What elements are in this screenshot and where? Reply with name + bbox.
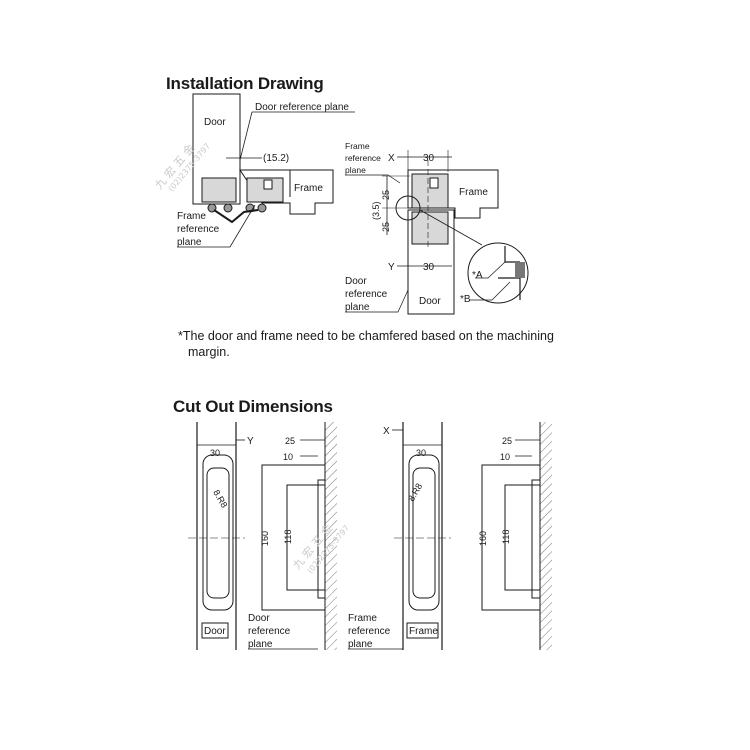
- frame-side-25-label: 25: [502, 436, 512, 446]
- hinge-screw: [263, 179, 273, 190]
- door-side-10-label: 10: [283, 452, 293, 462]
- door-ref-line2: reference: [248, 626, 291, 637]
- hinge-body-upper: [411, 173, 449, 209]
- frame-ref-small-1: Frame: [345, 141, 370, 151]
- door-label-right: Door: [419, 296, 441, 307]
- cutout-door-front: 30 Y 8.R8 Door: [188, 422, 254, 650]
- door-cutout-outline: [202, 454, 234, 611]
- detail-callout-line: [419, 209, 483, 246]
- door-box: [201, 622, 229, 639]
- dim-25-b-label: 25: [381, 222, 391, 232]
- door-ref-stack-2: reference: [345, 289, 388, 300]
- cutout-frame-front: 30 X 8.R8 Frame Frame reference plane: [348, 422, 451, 650]
- door-ref-line3: plane: [248, 639, 273, 650]
- y-label: Y: [388, 262, 395, 273]
- dim-30-top-label: 30: [423, 153, 435, 164]
- frame-ref-line1: Frame: [177, 211, 206, 222]
- frame-side-118-label: 118: [501, 530, 511, 544]
- door-ref-line1: Door: [248, 613, 270, 624]
- cutout-y-label: Y: [247, 436, 254, 447]
- frame-label: Frame: [294, 183, 323, 194]
- chamfer-note: *The door and frame need to be chamfered…: [178, 328, 554, 360]
- door-dim-30-label: 30: [210, 448, 220, 458]
- installation-right-view: Frame Door X 30 Frame reference plane 25…: [345, 141, 529, 315]
- hinge-pivot-b: [223, 203, 233, 213]
- frame-ref-leader: [177, 204, 256, 248]
- frame-panel: [239, 169, 334, 215]
- installation-left-view: Door Frame Door reference plane (15.2) F…: [177, 93, 355, 248]
- frame-ref-line1: Frame: [348, 613, 377, 624]
- frame-label-right: Frame: [459, 187, 488, 198]
- frame-ref-line3: plane: [348, 639, 373, 650]
- door-ref-plane-label: Door reference plane: [255, 102, 349, 113]
- chamfer-note-line2: margin.: [188, 345, 230, 359]
- door-side-25-label: 25: [285, 436, 295, 446]
- door-side-inner: [286, 484, 326, 591]
- door-panel-right: [407, 209, 455, 315]
- frame-ref-small-3: plane: [345, 165, 366, 175]
- frame-ref-line2: reference: [177, 224, 220, 235]
- door-side-160-label: 160: [260, 531, 270, 546]
- dim-30-bottom-label: 30: [423, 262, 435, 273]
- frame-side-10-label: 10: [500, 452, 510, 462]
- hinge-pivot-d: [257, 203, 267, 213]
- hinge-screw-right: [429, 177, 439, 189]
- door-ref-stack-leader: [345, 289, 409, 313]
- dim-25-a-label: 25: [381, 190, 391, 200]
- detail-b-label: *B: [460, 294, 471, 305]
- frame-cutout-inner: [412, 467, 436, 599]
- door-r8-label: 8.R8: [211, 488, 229, 509]
- detail-hinge-fill: [515, 262, 525, 278]
- door-panel: [192, 93, 241, 205]
- door-box-label: Door: [204, 626, 226, 637]
- detail-a-label: *A: [472, 270, 483, 281]
- frame-ref-small-2: reference: [345, 153, 381, 163]
- frame-box-label: Frame: [409, 626, 438, 637]
- door-side-hatch: [325, 422, 337, 650]
- frame-side-inner: [504, 484, 541, 591]
- detail-b-leader: [470, 281, 511, 301]
- door-label: Door: [204, 117, 226, 128]
- frame-box: [406, 622, 439, 639]
- door-side-118-label: 118: [283, 530, 293, 544]
- frame-ref-line2: reference: [348, 626, 391, 637]
- frame-ref-small-leader: [345, 174, 401, 184]
- frame-cutout-outline: [408, 454, 440, 611]
- chamfer-note-line1: *The door and frame need to be chamfered…: [178, 329, 554, 343]
- frame-side-outer: [481, 464, 541, 611]
- door-ref-leader: [239, 111, 253, 161]
- frame-side-160-label: 160: [478, 531, 488, 546]
- x-label: X: [388, 153, 395, 164]
- hinge-body-lower: [411, 211, 449, 245]
- cut-out-dimensions-title: Cut Out Dimensions: [173, 397, 333, 416]
- cutout-door-side: 25 10 160 118 Door reference plane: [248, 422, 337, 650]
- door-ref-stack-3: plane: [345, 302, 370, 313]
- cutout-frame-side: 25 10 160 118: [478, 422, 552, 650]
- hinge-body-door: [201, 177, 237, 203]
- frame-dim-30-label: 30: [416, 448, 426, 458]
- frame-ref-line3: plane: [177, 237, 202, 248]
- door-cutout-inner: [206, 467, 230, 599]
- door-ref-stack-1: Door: [345, 276, 367, 287]
- detail-circle-large: [467, 242, 529, 304]
- installation-drawing-title: Installation Drawing: [166, 74, 324, 93]
- detail-a-leader: [475, 261, 506, 279]
- frame-side-hatch: [540, 422, 552, 650]
- dim-3-5-label: (3.5): [371, 201, 381, 220]
- gap-dim-label: (15.2): [263, 153, 289, 164]
- cutout-x-label: X: [383, 426, 390, 437]
